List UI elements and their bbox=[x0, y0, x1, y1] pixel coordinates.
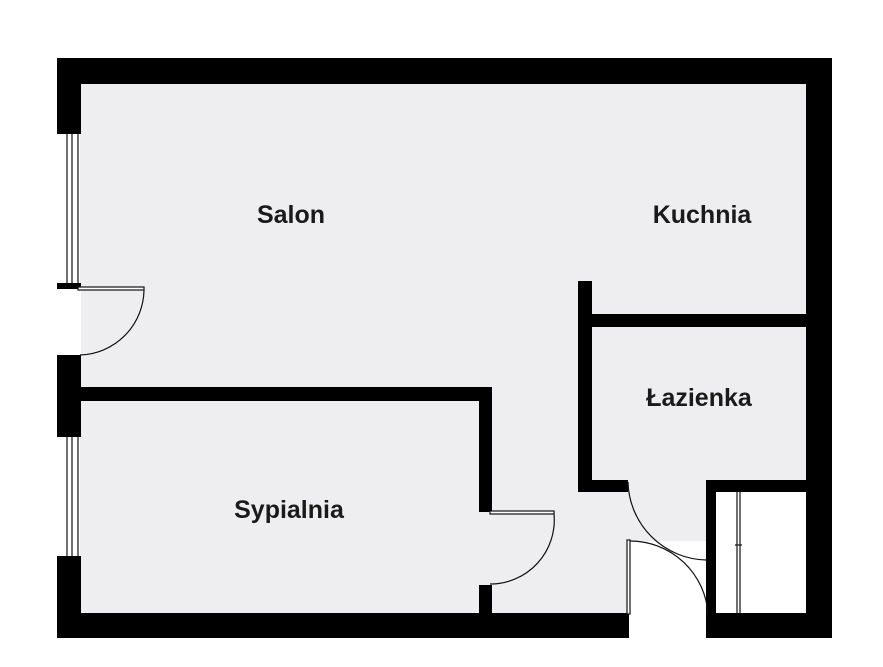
room-label-salon: Salon bbox=[257, 201, 325, 229]
bathroom-wall-bottom-right bbox=[706, 480, 806, 492]
window-icon bbox=[735, 492, 742, 613]
outer-wall-bottom-left bbox=[57, 613, 629, 638]
bedroom-wall-top bbox=[80, 387, 492, 401]
outer-wall-bottom-right bbox=[706, 613, 832, 638]
outer-wall-left-top bbox=[57, 58, 81, 134]
outer-wall-right bbox=[806, 58, 832, 638]
bedroom-wall-right-upper bbox=[479, 387, 492, 512]
bottom-entry-opening bbox=[629, 541, 706, 638]
outer-wall-top bbox=[57, 58, 832, 84]
closet-divider bbox=[706, 480, 716, 638]
bathroom-wall-left bbox=[578, 314, 592, 492]
closet-space bbox=[716, 492, 806, 613]
bathroom-wall-top bbox=[578, 314, 808, 327]
bathroom-wall-bottom-left bbox=[578, 480, 628, 492]
door-swing-icon bbox=[629, 540, 709, 615]
bedroom-wall-right-lower bbox=[479, 585, 492, 615]
room-label-sypialnia: Sypialnia bbox=[234, 496, 345, 524]
window-icon bbox=[66, 437, 80, 556]
apartment-floor bbox=[80, 84, 808, 614]
window-icon bbox=[66, 134, 80, 283]
door-swing-icon bbox=[489, 510, 555, 585]
room-label-lazienka: Łazienka bbox=[646, 384, 753, 412]
bottom-entry-frame bbox=[626, 539, 631, 615]
room-label-kuchnia: Kuchnia bbox=[653, 201, 753, 229]
entry-opening bbox=[57, 289, 81, 355]
outer-wall-left-bottom bbox=[57, 556, 81, 638]
outer-wall-left-mid bbox=[57, 355, 81, 437]
entry-jamb bbox=[57, 283, 81, 289]
door-swing-icon bbox=[627, 481, 707, 561]
door-swing-icon bbox=[77, 286, 145, 356]
